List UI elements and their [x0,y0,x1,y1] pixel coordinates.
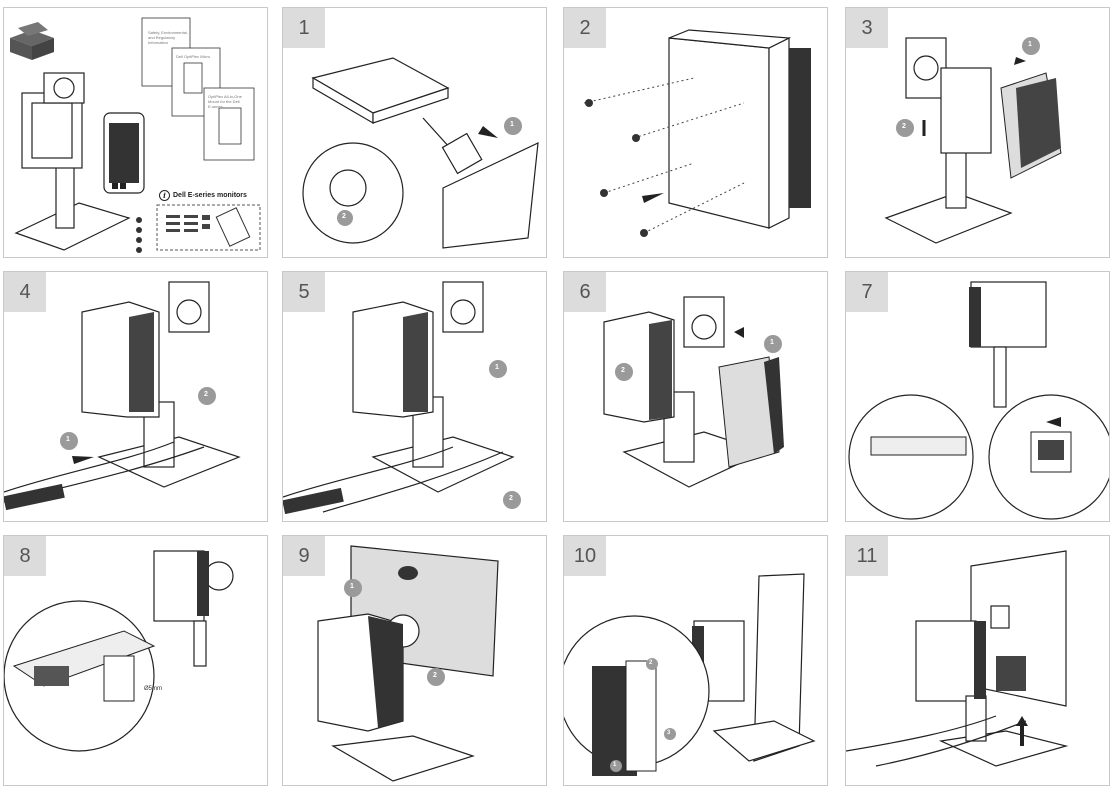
panel-step-9: 9 1 2 [282,535,547,786]
step-8-illustration [4,550,234,752]
step-number: 4 [4,272,46,312]
step-number: 7 [846,272,888,312]
step-number: 10 [564,536,606,576]
callout-2: 2 [342,213,346,220]
callout-2: 2 [433,672,437,679]
diameter-label: Ø5mm [144,686,162,692]
callout-1: 1 [613,762,617,768]
callout-1: 1 [510,121,514,128]
step-11-illustration [846,550,1069,767]
info-icon: i [159,190,170,201]
step-4-illustration [4,281,241,511]
callout-1: 1 [350,583,354,590]
step-number: 9 [283,536,325,576]
panel-step-2: 2 [563,7,828,258]
callout-1: 1 [770,339,774,346]
callout-2: 2 [621,367,625,374]
callout-1: 1 [1028,41,1032,48]
step-2-illustration [583,29,811,237]
panel-step-7: 7 [845,271,1110,522]
doc-safety-title: Safety, Environmental,and Regulatory Inf… [148,30,188,45]
callout-2: 2 [509,495,513,502]
doc-micro-title: Dell OptiPlex Micro [176,54,211,59]
panel-step-6: 6 1 2 [563,271,828,522]
callout-2: 2 [204,391,208,398]
panel-box-contents: Safety, Environmental,and Regulatory Inf… [3,7,268,258]
step-number: 3 [846,8,888,48]
callout-3: 3 [667,730,671,736]
panel-step-10: 10 1 2 3 [563,535,828,786]
step-5-illustration [283,281,521,515]
step-number: 2 [564,8,606,48]
step-number: 1 [283,8,325,48]
step-number: 5 [283,272,325,312]
callout-2: 2 [902,123,906,130]
step-1-illustration [302,57,539,249]
step-number: 11 [846,536,888,576]
panel-step-8: 8 Ø5mm [3,535,268,786]
panel-step-3: 3 1 2 [845,7,1110,258]
info-label: i Dell E-series monitors [159,190,247,201]
panel-step-4: 4 1 2 [3,271,268,522]
panel-step-11: 11 [845,535,1110,786]
callout-1: 1 [66,436,70,443]
step-6-illustration [603,296,784,488]
callout-2: 2 [649,660,653,666]
box-contents-illustration [10,17,261,253]
panel-step-5: 5 1 2 [282,271,547,522]
step-3-illustration [884,37,1062,244]
step-number: 8 [4,536,46,576]
step-number: 6 [564,272,606,312]
callout-1: 1 [495,364,499,371]
box-icon [10,22,54,60]
step-9-illustration [317,545,499,782]
panel-step-1: 1 1 2 [282,7,547,258]
step-7-illustration [848,281,1109,520]
step-10-illustration [564,573,816,776]
